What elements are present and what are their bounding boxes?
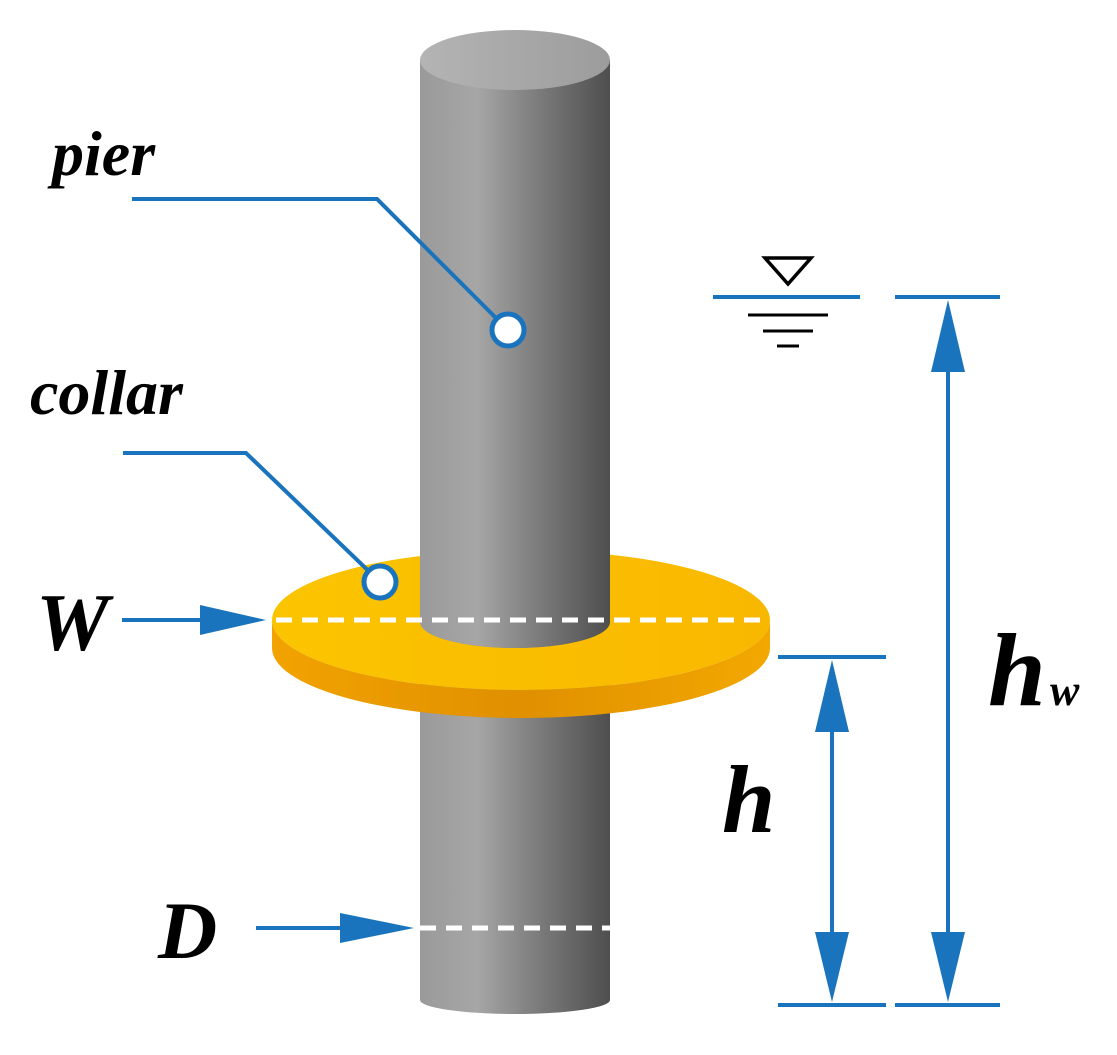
collar-elevation-dimension — [778, 655, 886, 1007]
collar-width-arrow — [122, 605, 266, 635]
collar-label: collar — [30, 357, 184, 428]
pier-marker-circle — [489, 311, 527, 349]
water-depth-subscript: w — [1050, 666, 1080, 715]
pier-top-face — [420, 30, 610, 90]
collar-width-label: W — [36, 577, 114, 668]
collar-leader-line — [123, 451, 382, 584]
pier-body-lower — [420, 640, 610, 1014]
water-level-icon — [713, 256, 860, 348]
water-depth-dimension — [895, 295, 1000, 1007]
pier-label: pier — [47, 118, 156, 189]
pier-leader-line — [132, 197, 510, 332]
pier-diameter-arrow — [256, 913, 414, 943]
pier-diameter-label: D — [157, 885, 217, 976]
pier-body-upper — [420, 30, 610, 648]
collar-elevation-label: h — [722, 746, 775, 853]
collar-marker-circle — [361, 563, 399, 601]
water-depth-label: h — [988, 613, 1046, 728]
